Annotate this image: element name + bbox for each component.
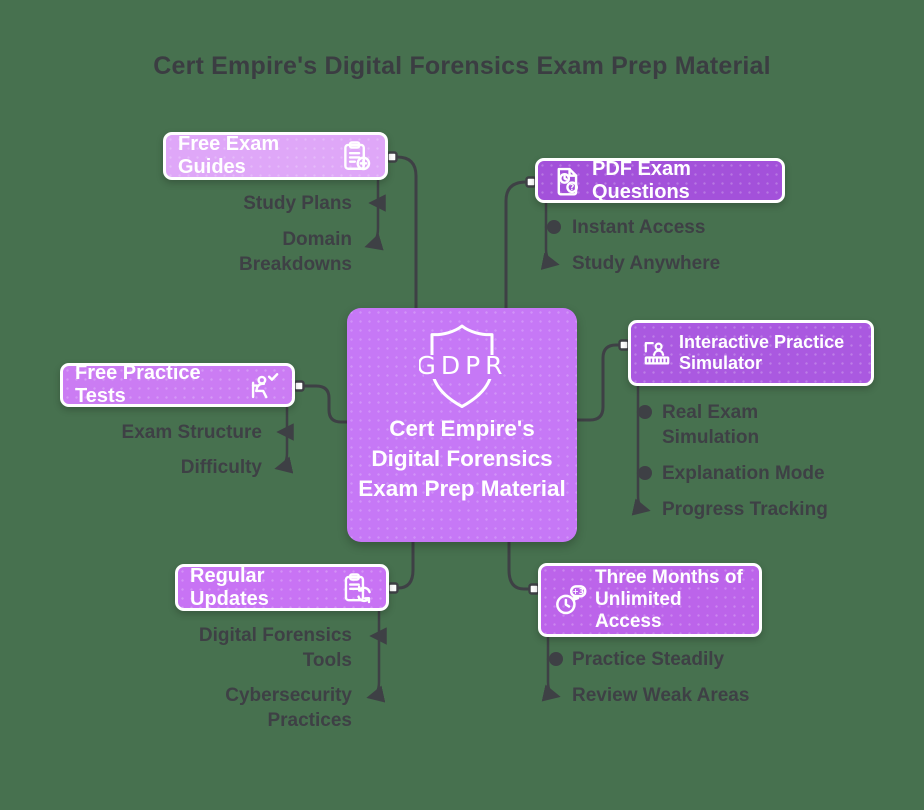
branch-label: Free Exam Guides bbox=[178, 133, 280, 178]
branch-label: Regular Updates bbox=[190, 564, 269, 610]
gdpr-badge: GDPR bbox=[419, 351, 505, 380]
sub-item-review-weak-areas: Review Weak Areas bbox=[572, 685, 750, 706]
document-clock-question-icon: ? bbox=[557, 167, 578, 196]
branch-line bbox=[274, 405, 294, 474]
connector-port bbox=[386, 151, 398, 163]
central-node: GDPR Cert Empire's Digital Forensics Exa… bbox=[347, 308, 577, 542]
branch-line bbox=[540, 201, 560, 270]
diagram-title: Cert Empire's Digital Forensics Exam Pre… bbox=[153, 52, 771, 80]
sub-item-instant-access: Instant Access bbox=[572, 217, 706, 238]
branch-free-practice-tests: Free Practice Tests bbox=[60, 362, 295, 407]
svg-text:?: ? bbox=[570, 182, 574, 191]
branch-interactive-practice-simulator: Interactive Practice Simulator bbox=[628, 320, 874, 386]
central-node-label: Cert Empire's Digital Forensics Exam Pre… bbox=[358, 416, 566, 501]
connector-free-practice-tests bbox=[302, 384, 349, 424]
connector-interactive-simulator bbox=[575, 343, 621, 422]
branch-free-exam-guides: Free Exam Guides bbox=[163, 132, 388, 180]
sub-item-domain-breakdowns: Domain Breakdowns bbox=[239, 229, 352, 275]
connector-three-months bbox=[507, 540, 531, 591]
connector-port bbox=[293, 380, 305, 392]
training-presentation-icon bbox=[644, 342, 670, 365]
sub-item-explanation-mode: Explanation Mode bbox=[662, 463, 825, 484]
sub-item-cybersecurity-practices: Cybersecurity Practices bbox=[225, 685, 352, 731]
sub-item-practice-steadily: Practice Steadily bbox=[572, 649, 725, 670]
sub-item-study-anywhere: Study Anywhere bbox=[572, 253, 721, 274]
branch-label: Interactive Practice Simulator bbox=[679, 332, 845, 373]
clipboard-add-icon bbox=[344, 141, 371, 171]
branch-line bbox=[364, 178, 384, 251]
connector-regular-updates bbox=[396, 540, 415, 590]
sub-item-digital-forensics-tools: Digital Forensics Tools bbox=[198, 625, 352, 671]
branch-line bbox=[366, 609, 386, 703]
connector-port bbox=[387, 582, 399, 594]
branch-label: PDF Exam Questions bbox=[592, 157, 691, 203]
branch-line bbox=[541, 635, 561, 702]
gdpr-shield-icon: GDPR bbox=[419, 324, 505, 408]
sub-item-real-exam-simulation: Real Exam Simulation bbox=[662, 402, 760, 448]
svg-text:+3: +3 bbox=[572, 587, 584, 596]
branch-line bbox=[631, 384, 651, 516]
branch-pdf-exam-questions: ? PDF Exam Questions bbox=[535, 158, 785, 203]
branch-label: Three Months of Unlimited Access bbox=[595, 567, 743, 632]
branch-regular-updates: Regular Updates bbox=[175, 564, 389, 611]
connector-free-exam-guides bbox=[395, 155, 418, 310]
sub-item-exam-structure: Exam Structure bbox=[121, 422, 262, 443]
sub-item-study-plans: Study Plans bbox=[243, 193, 352, 214]
sub-item-progress-tracking: Progress Tracking bbox=[662, 499, 828, 520]
branch-label: Free Practice Tests bbox=[75, 362, 201, 407]
branch-three-months-unlimited-access: +3 Three Months of Unlimited Access bbox=[538, 563, 762, 637]
connector-pdf-exam-questions bbox=[504, 180, 528, 310]
clipboard-refresh-icon bbox=[344, 572, 371, 603]
sub-item-difficulty: Difficulty bbox=[180, 457, 262, 478]
clock-plus-three-icon: +3 bbox=[556, 585, 587, 615]
test-taker-check-icon bbox=[251, 373, 279, 399]
